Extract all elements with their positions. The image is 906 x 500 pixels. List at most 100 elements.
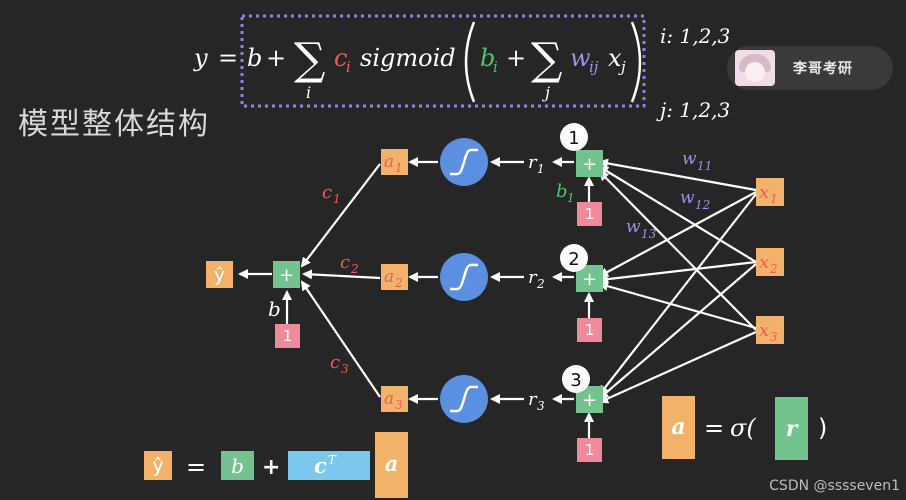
sigma-fn: σ( bbox=[730, 414, 756, 442]
output-b-label: b bbox=[268, 297, 281, 321]
input-x3-sub: 3 bbox=[770, 330, 778, 344]
sigmoid-curve-icon-1 bbox=[449, 148, 479, 176]
formula-sum1: ∑ bbox=[294, 34, 325, 85]
r2-sub: 2 bbox=[536, 277, 545, 291]
bias-box-3-text: 1 bbox=[585, 441, 595, 459]
sigmoid-curve-icon-2 bbox=[449, 263, 479, 291]
sigma-equals: = bbox=[704, 414, 724, 442]
b1-sub: 1 bbox=[567, 191, 575, 205]
a1-sub: 1 bbox=[395, 161, 403, 175]
formula-plus2: + bbox=[506, 44, 526, 72]
eq-yhat-box bbox=[144, 451, 172, 480]
formula-sum2-index: j bbox=[542, 83, 550, 102]
bottom-equation: ŷ = b + c T a bbox=[144, 432, 408, 498]
formula-c: c bbox=[334, 44, 347, 72]
formula-w-sub: ij bbox=[589, 58, 599, 76]
unit-number-3: 3 bbox=[570, 370, 581, 391]
sigma-equation: a = σ( r ) bbox=[662, 396, 827, 460]
a3-label: a bbox=[384, 389, 394, 409]
formula-eq: = bbox=[218, 44, 238, 72]
formula-x-sub: j bbox=[618, 58, 626, 76]
arrow-a1-out bbox=[300, 163, 381, 268]
formula-bi-sub: i bbox=[493, 58, 498, 76]
activation-node-a3 bbox=[381, 386, 408, 412]
sum-node-3-plus: + bbox=[582, 390, 597, 411]
sum-node-1 bbox=[576, 150, 603, 177]
conn-x3-p3 bbox=[598, 330, 757, 404]
weight-w13: w bbox=[626, 217, 641, 237]
formula-y: y bbox=[193, 44, 208, 72]
formula: y = b + ∑ i c i sigmoid b i + ∑ j w ij x… bbox=[193, 21, 730, 122]
unit-number-1: 1 bbox=[568, 128, 579, 149]
activation-node-a2 bbox=[381, 264, 408, 290]
avatar bbox=[735, 50, 775, 86]
formula-bi: b bbox=[480, 44, 495, 72]
hidden-sum-nodes: + + + 1 2 3 bbox=[560, 123, 603, 413]
unit-number-1-circle bbox=[560, 123, 588, 151]
input-x2-sub: 2 bbox=[769, 262, 778, 276]
formula-x: x bbox=[608, 44, 622, 72]
sigmoid-nodes bbox=[440, 138, 488, 423]
a1-label: a bbox=[384, 152, 394, 172]
a2-sub: 2 bbox=[394, 276, 403, 290]
r1-sub: 1 bbox=[537, 162, 545, 176]
output-sum-node bbox=[273, 261, 300, 288]
input-node-x2 bbox=[756, 248, 784, 276]
formula-b: b bbox=[247, 44, 262, 72]
input-x1-label: x bbox=[759, 182, 769, 203]
c-labels: c 1 c 2 c 3 bbox=[322, 182, 359, 376]
watermark: CSDN @sssseven1 bbox=[769, 478, 900, 494]
bias-box-1 bbox=[577, 202, 602, 226]
bias-boxes: 1 1 1 1 bbox=[275, 202, 602, 462]
input-node-x1 bbox=[756, 178, 784, 206]
input-connections bbox=[598, 158, 757, 404]
sigmoid-arrows bbox=[238, 157, 594, 438]
bias-box-2-text: 1 bbox=[585, 321, 595, 339]
conn-x3-p2 bbox=[598, 281, 757, 330]
unit-number-3-circle bbox=[562, 365, 590, 393]
eq-a: a bbox=[385, 451, 399, 476]
formula-w: w bbox=[570, 44, 591, 72]
c3-label: c bbox=[330, 352, 340, 373]
c1-sub: 1 bbox=[333, 192, 341, 206]
bias-box-2 bbox=[577, 318, 602, 342]
sigma-a-box bbox=[662, 396, 695, 459]
bias-box-out-text: 1 bbox=[283, 327, 293, 345]
conn-x2-p3 bbox=[598, 263, 757, 400]
input-x1-sub: 1 bbox=[770, 192, 778, 206]
conn-x1-p3 bbox=[598, 193, 757, 396]
formula-sigmoid: sigmoid bbox=[360, 44, 456, 72]
eq-cT: c bbox=[314, 453, 327, 478]
bias-box-3 bbox=[577, 438, 602, 462]
eq-yhat: ŷ bbox=[152, 455, 163, 477]
formula-i-range: i: 1,2,3 bbox=[660, 24, 730, 48]
unit-number-2-circle bbox=[560, 244, 588, 272]
r2-label: r bbox=[528, 267, 538, 288]
conn-x1-p1 bbox=[598, 158, 757, 192]
formula-j-range: j: 1,2,3 bbox=[656, 98, 730, 122]
formula-paren-close bbox=[630, 21, 642, 103]
formula-sum1-index: i bbox=[306, 83, 311, 102]
eq-a-box bbox=[375, 432, 408, 498]
eq-equals: = bbox=[186, 453, 206, 481]
weight-w13-sub: 13 bbox=[641, 227, 657, 241]
output-sum-plus: + bbox=[279, 265, 294, 286]
eq-plus: + bbox=[262, 455, 280, 480]
weight-w12: w bbox=[680, 188, 695, 208]
sigma-close: ) bbox=[818, 414, 827, 442]
arrow-a2-out bbox=[302, 269, 381, 280]
bias-box-out bbox=[275, 324, 300, 348]
a2-label: a bbox=[384, 267, 394, 287]
formula-c-sub: i bbox=[346, 58, 351, 76]
r3-label: r bbox=[528, 389, 538, 410]
weight-labels: w 11 w 12 w 13 bbox=[626, 149, 712, 241]
eq-cT-sup: T bbox=[328, 453, 337, 467]
unit-number-2: 2 bbox=[568, 249, 579, 270]
input-x2-label: x bbox=[759, 252, 769, 273]
sigma-r: r bbox=[786, 416, 799, 442]
c3-sub: 3 bbox=[341, 362, 349, 376]
r-labels: r 1 r 2 r 3 bbox=[528, 152, 545, 413]
section-title: 模型整体结构 bbox=[18, 107, 210, 142]
